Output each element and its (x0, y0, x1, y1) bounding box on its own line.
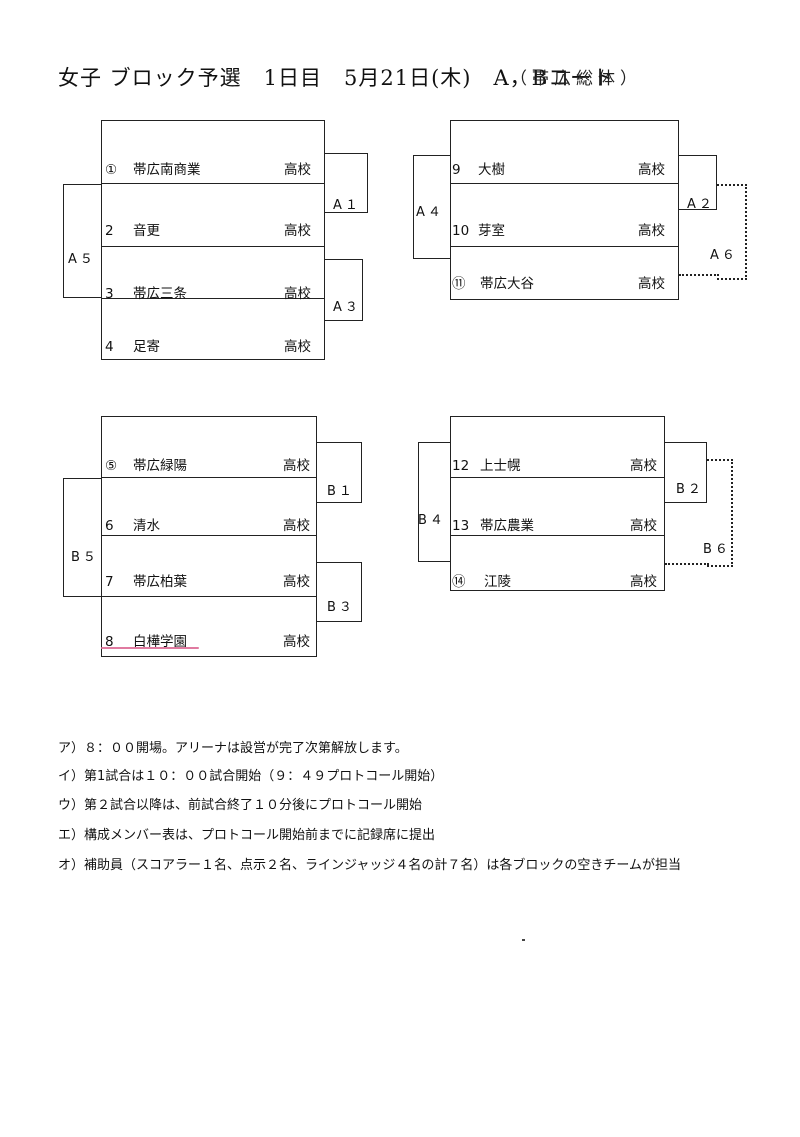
school-suffix: 高校 (284, 162, 311, 178)
match-bracket-line (63, 478, 101, 597)
note-item: ア）８：００開場。アリーナは設営が完了次第解放します。 (58, 741, 408, 756)
school-suffix: 高校 (630, 574, 657, 590)
match-bracket-line (665, 442, 707, 503)
match-label: A１ (333, 198, 361, 213)
match-bracket-line (63, 184, 101, 298)
match-bracket-line (418, 442, 450, 562)
team-table (450, 416, 665, 591)
match-bracket-dotted-line (707, 459, 733, 567)
school-suffix: 高校 (630, 518, 657, 534)
school-suffix: 高校 (284, 223, 311, 239)
note-item: エ）構成メンバー表は、プロトコール開始前までに記録席に提出 (58, 828, 436, 843)
note-item: イ）第1試合は１０：００試合開始（９：４９プロトコール開始） (58, 769, 444, 784)
match-label: A５ (68, 252, 96, 267)
match-label: A６ (710, 248, 738, 263)
match-label: B２ (676, 482, 704, 497)
school-suffix: 高校 (638, 223, 665, 239)
match-label: B４ (418, 513, 446, 528)
match-bracket-dotted-line (717, 184, 747, 280)
match-bracket-dotted-line (665, 563, 709, 565)
match-label: A３ (333, 300, 361, 315)
match-bracket-line (317, 562, 362, 622)
highlight-underline (101, 647, 199, 649)
team-table (101, 416, 317, 657)
school-suffix: 高校 (283, 574, 310, 590)
school-suffix: 高校 (284, 286, 311, 302)
school-suffix: 高校 (638, 276, 665, 292)
match-label: B３ (327, 600, 355, 615)
match-bracket-dotted-line (679, 274, 719, 276)
school-suffix: 高校 (283, 518, 310, 534)
team-table (101, 120, 325, 360)
school-suffix: 高校 (283, 458, 310, 474)
match-bracket-line (413, 155, 450, 259)
school-suffix: 高校 (638, 162, 665, 178)
school-suffix: 高校 (283, 634, 310, 650)
team-table (450, 120, 679, 300)
match-bracket-line (317, 442, 362, 503)
page-title: 女子 ブロック予選 1日目 5月21日(木) A，Bコート (58, 66, 615, 90)
school-suffix: 高校 (284, 339, 311, 355)
match-bracket-line (325, 153, 368, 213)
scan-speck (522, 939, 525, 941)
match-label: B６ (703, 542, 731, 557)
match-label: A４ (416, 205, 444, 220)
match-label: B５ (71, 550, 99, 565)
match-label: A２ (687, 197, 715, 212)
note-item: ウ）第２試合以降は、前試合終了１０分後にプロトコール開始 (58, 798, 423, 813)
match-bracket-line (679, 155, 717, 210)
match-bracket-line (325, 259, 363, 321)
note-item: オ）補助員（スコアラー１名、点示２名、ラインジャッジ４名の計７名）は各ブロックの… (58, 858, 681, 873)
match-label: B１ (327, 484, 355, 499)
school-suffix: 高校 (630, 458, 657, 474)
page-subtitle: （帯広総体） (510, 69, 642, 89)
